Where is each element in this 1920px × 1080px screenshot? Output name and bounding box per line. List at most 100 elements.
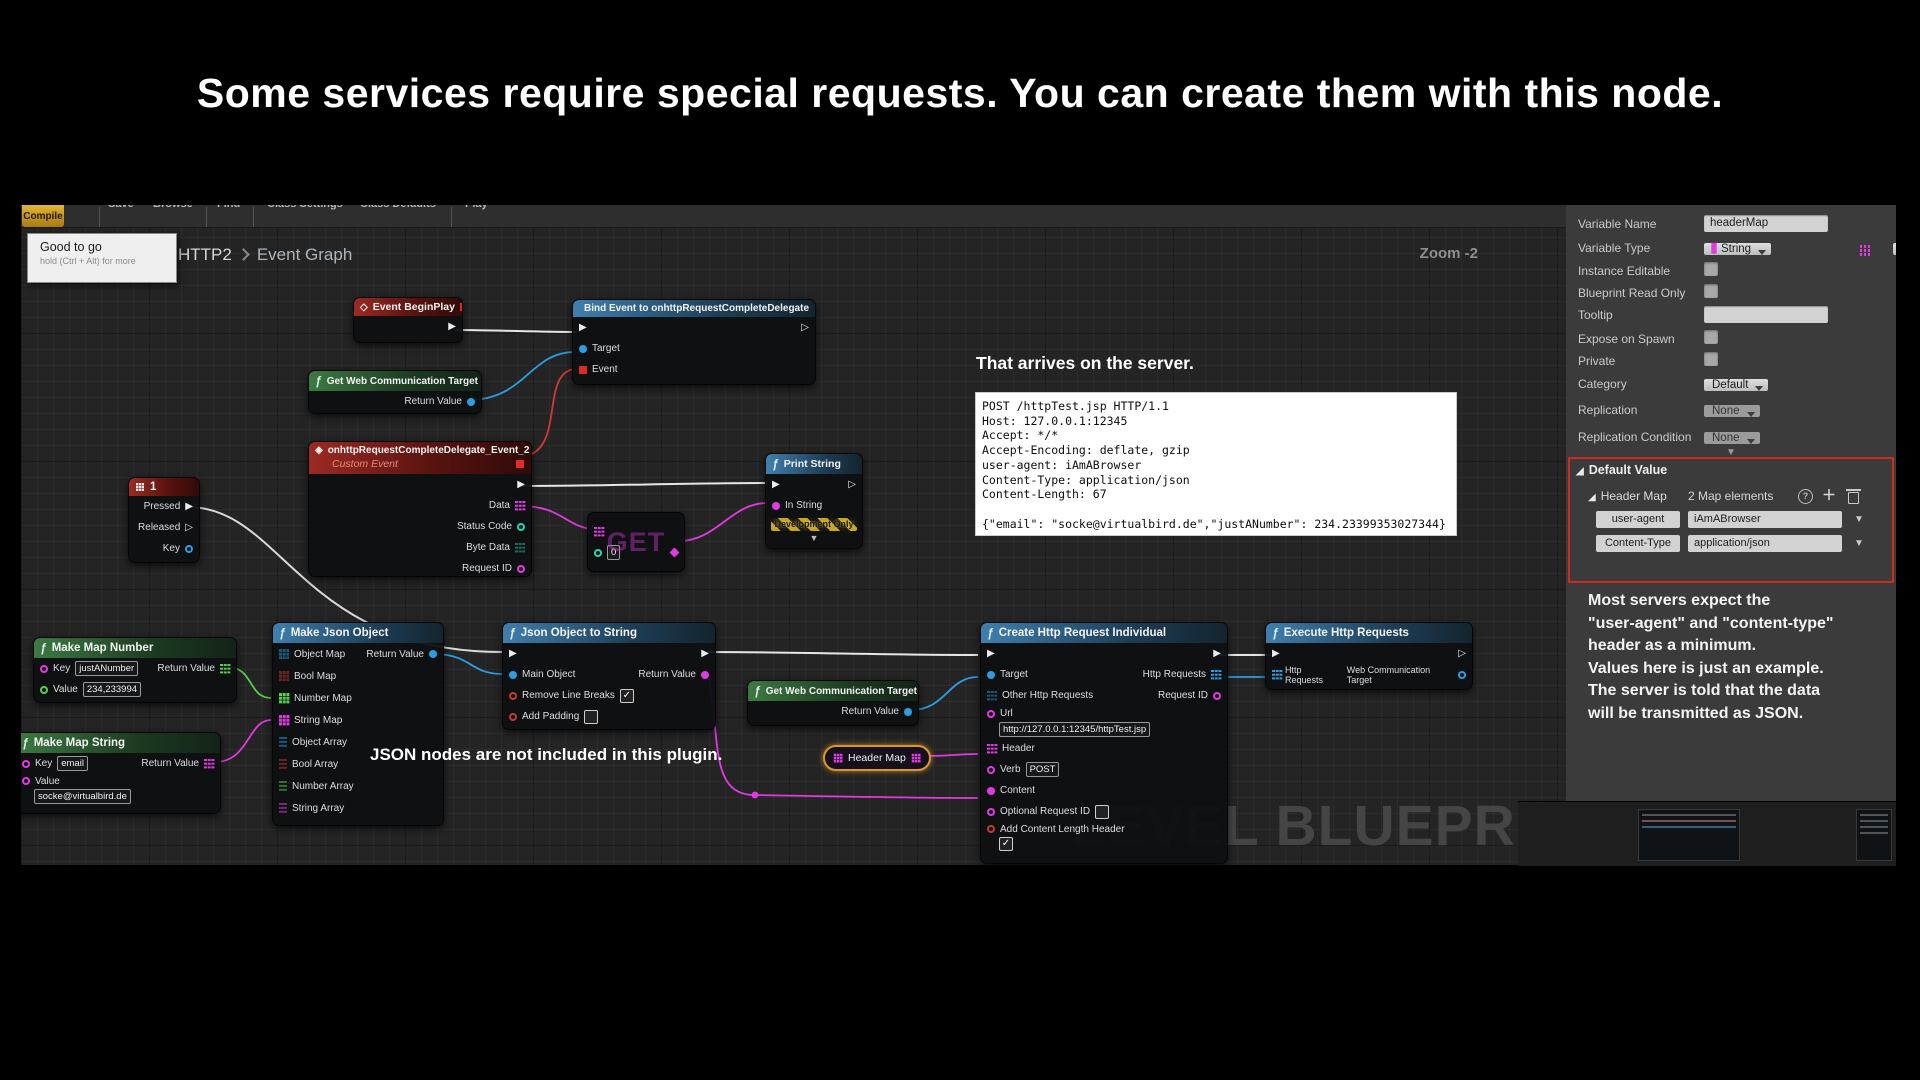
add-content-length-checkbox[interactable]: ✓ — [999, 837, 1013, 851]
node-print-string[interactable]: ƒ Print String ▶ ▷ In String Development… — [765, 453, 863, 549]
map-value-input[interactable]: iAmABrowser — [1688, 511, 1842, 528]
replication-condition-dropdown[interactable]: None — [1704, 432, 1760, 444]
instance-editable-checkbox[interactable] — [1704, 262, 1718, 276]
node-header-map-variable[interactable]: Header Map — [823, 745, 931, 771]
remove-line-breaks-pin[interactable] — [509, 692, 517, 700]
return-value-pin[interactable] — [429, 650, 437, 658]
node-create-http-request-individual[interactable]: ƒ Create Http Request Individual ▶ ▶ Tar… — [980, 622, 1228, 864]
blueprint-read-only-checkbox[interactable] — [1704, 284, 1718, 298]
number-map-pin[interactable] — [279, 693, 289, 703]
node-custom-event[interactable]: ◈ onhttpRequestCompleteDelegate_Event_2 … — [308, 441, 532, 577]
return-value-pin[interactable] — [204, 758, 214, 769]
add-element-icon[interactable]: ＋ — [1822, 487, 1836, 503]
delete-elements-icon[interactable] — [1846, 489, 1861, 504]
panel-splitter-icon[interactable]: ▼ — [1726, 447, 1736, 458]
node-make-json-object[interactable]: ƒ Make Json Object Object Map Return Val… — [272, 622, 444, 826]
node-key-1-event[interactable]: 1 Pressed ▶ Released ▷ Key — [128, 477, 200, 563]
object-map-pin[interactable] — [279, 649, 289, 659]
exec-in-pin[interactable]: ▶ — [987, 647, 995, 659]
key-input[interactable]: justANumber — [75, 661, 139, 676]
exec-out-pin[interactable]: ▶ — [701, 647, 709, 659]
number-array-pin[interactable] — [279, 780, 287, 792]
exec-in-pin[interactable]: ▶ — [579, 321, 587, 333]
map-key-input[interactable]: Content-Type — [1596, 535, 1680, 552]
request-id-out-pin[interactable] — [1213, 692, 1221, 700]
return-value-pin[interactable] — [904, 707, 912, 716]
return-value-pin[interactable] — [701, 670, 709, 679]
int-pin[interactable] — [517, 523, 525, 531]
add-padding-checkbox[interactable] — [584, 709, 599, 724]
map-key-input[interactable]: 0 — [607, 545, 621, 560]
map-in-pin[interactable] — [594, 526, 604, 537]
exec-in-pin[interactable]: ▶ — [1272, 647, 1280, 659]
key-pin[interactable] — [40, 665, 48, 673]
breadcrumb-graph[interactable]: Event Graph — [256, 245, 353, 264]
graph-preview-thumbnail[interactable] — [1638, 809, 1740, 861]
exec-in-pin[interactable]: ▶ — [509, 647, 517, 659]
tooltip-input[interactable] — [1704, 306, 1828, 323]
string-map-pin[interactable] — [279, 715, 289, 725]
verb-pin[interactable] — [987, 766, 995, 774]
map-out-pin[interactable] — [911, 753, 921, 763]
panel-preview-thumbnail[interactable] — [1856, 809, 1892, 861]
add-content-length-pin[interactable] — [987, 825, 995, 833]
default-value-section-header[interactable]: ◢Default Value — [1576, 463, 1668, 477]
private-checkbox[interactable] — [1704, 352, 1718, 366]
url-input[interactable]: http://127.0.0.1:12345/httpTest.jsp — [999, 722, 1151, 737]
save-button[interactable]: Save — [108, 205, 134, 210]
reroute-node[interactable] — [751, 791, 759, 799]
object-array-pin[interactable] — [279, 736, 287, 748]
target-pin[interactable] — [579, 344, 587, 353]
bool-map-pin[interactable] — [279, 671, 289, 681]
value-pin[interactable] — [22, 777, 30, 785]
node-execute-http-requests[interactable]: ƒ Execute Http Requests ▶ ▷ Http Request… — [1265, 622, 1473, 690]
replication-dropdown[interactable]: None — [1704, 405, 1760, 417]
http-requests-out-pin[interactable] — [1211, 669, 1221, 680]
map-pin[interactable] — [515, 500, 525, 511]
in-string-pin[interactable] — [772, 501, 780, 510]
bool-array-pin[interactable] — [279, 758, 287, 770]
event-delegate-pin[interactable] — [579, 365, 587, 374]
class-defaults-button[interactable]: Class Defaults — [360, 205, 436, 210]
value-input[interactable]: socke@virtualbird.de — [34, 788, 131, 804]
browse-button[interactable]: Browse — [153, 205, 193, 210]
variable-name-input[interactable]: headerMap — [1704, 215, 1828, 232]
remove-line-breaks-checkbox[interactable]: ✓ — [619, 688, 634, 703]
map-key-input[interactable]: user-agent — [1596, 511, 1680, 528]
node-map-get[interactable]: GET 0 — [587, 512, 685, 572]
key-pin[interactable] — [185, 545, 193, 553]
exec-out-pin[interactable]: ▷ — [801, 321, 809, 333]
category-dropdown[interactable]: Default — [1704, 379, 1769, 391]
key-type-dropdown[interactable]: String — [1704, 243, 1772, 255]
add-padding-pin[interactable] — [509, 713, 517, 721]
main-object-pin[interactable] — [509, 670, 517, 679]
wct-out-pin[interactable] — [1458, 671, 1466, 679]
node-get-web-communication-target[interactable]: ƒ Get Web Communication Target Return Va… — [308, 370, 482, 414]
node-make-map-string[interactable]: ƒ Make Map String Key email Return Value… — [21, 732, 221, 814]
exec-out-pin[interactable]: ▷ — [1458, 647, 1466, 659]
exec-in-pin[interactable]: ▶ — [772, 478, 780, 490]
node-event-beginplay[interactable]: ◇ Event BeginPlay ▶ — [353, 297, 463, 343]
http-requests-pin[interactable] — [1272, 669, 1282, 680]
optional-request-id-checkbox[interactable] — [1095, 804, 1110, 819]
value-type-dropdown[interactable]: String — [1892, 243, 1896, 255]
content-pin[interactable] — [987, 786, 995, 795]
value-input[interactable]: 234,233994 — [82, 682, 142, 697]
optional-request-id-pin[interactable] — [987, 808, 995, 816]
header-map-row[interactable]: ◢Header Map — [1588, 489, 1667, 503]
return-value-pin[interactable] — [220, 663, 230, 674]
window-preview-strip[interactable] — [1518, 801, 1896, 866]
node-json-object-to-string[interactable]: ƒ Json Object to String ▶ ▶ Main Object … — [502, 622, 716, 730]
verb-input[interactable]: POST — [1025, 762, 1060, 777]
collapse-arrow-icon[interactable]: ▼ — [809, 533, 819, 543]
exec-out-pin[interactable]: ▶ — [448, 320, 456, 332]
key-input[interactable]: email — [57, 756, 88, 771]
value-dropdown-icon[interactable]: ▼ — [1854, 538, 1864, 549]
blueprint-graph-editor[interactable]: Compile Save Browse Find Class Settings … — [21, 205, 1566, 865]
help-icon[interactable]: ? — [1798, 489, 1813, 504]
header-pin[interactable] — [987, 743, 997, 754]
node-bind-event[interactable]: Bind Event to onhttpRequestCompleteDeleg… — [572, 299, 816, 385]
breadcrumb-blueprint[interactable]: HTTP2 — [178, 245, 232, 264]
compile-button[interactable]: Compile — [22, 205, 64, 227]
return-value-pin[interactable] — [467, 397, 475, 406]
